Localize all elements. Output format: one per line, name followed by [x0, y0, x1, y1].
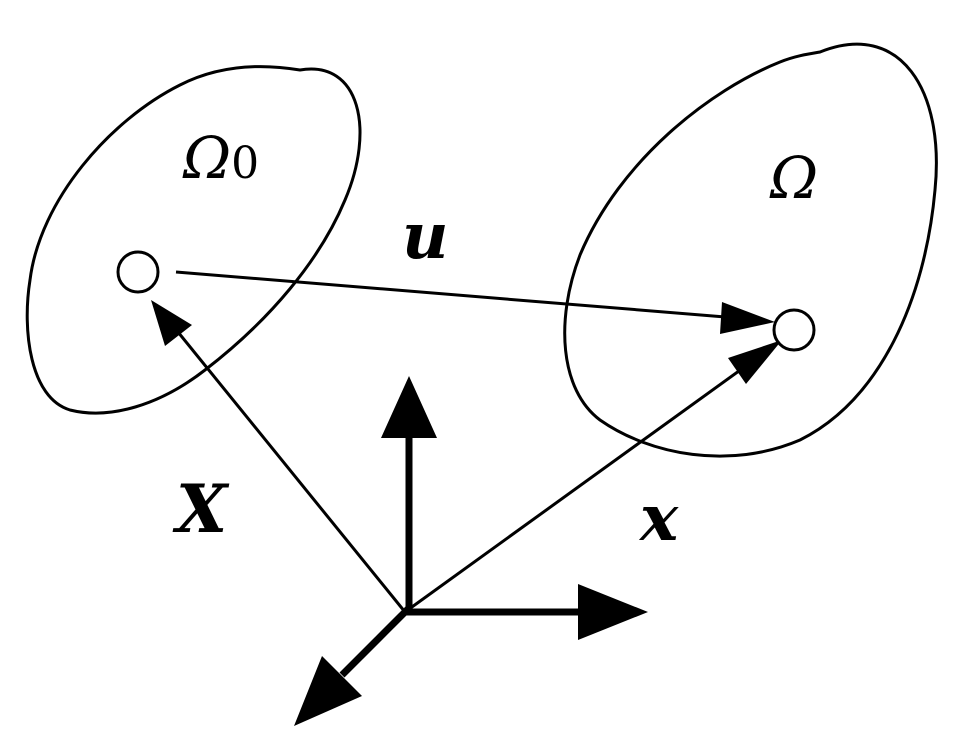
- omega-label: Ω: [769, 144, 818, 212]
- axis-diagonal-arrowhead: [294, 656, 362, 726]
- position-X-arrowhead: [151, 300, 192, 346]
- current-region-boundary: [563, 42, 938, 458]
- X-label: X: [172, 470, 230, 548]
- omega0-label: Ω0: [182, 124, 259, 192]
- position-vector-X: [163, 315, 407, 613]
- axis-diagonal: [339, 604, 413, 678]
- omega0-subscript: 0: [231, 138, 259, 189]
- axis-vertical-arrowhead: [381, 376, 437, 438]
- reference-point-marker: [116, 250, 160, 294]
- position-x-arrowhead: [728, 340, 782, 384]
- displacement-vector-u: [175, 270, 763, 322]
- current-point-marker: [772, 308, 816, 352]
- reference-region-boundary: [25, 65, 362, 415]
- u-label: u: [402, 199, 449, 274]
- displacement-arrowhead: [720, 302, 775, 334]
- axis-horizontal-arrowhead: [578, 584, 648, 640]
- position-vector-x: [404, 348, 769, 614]
- omega0-symbol: Ω: [182, 124, 231, 192]
- x-label: x: [638, 481, 679, 556]
